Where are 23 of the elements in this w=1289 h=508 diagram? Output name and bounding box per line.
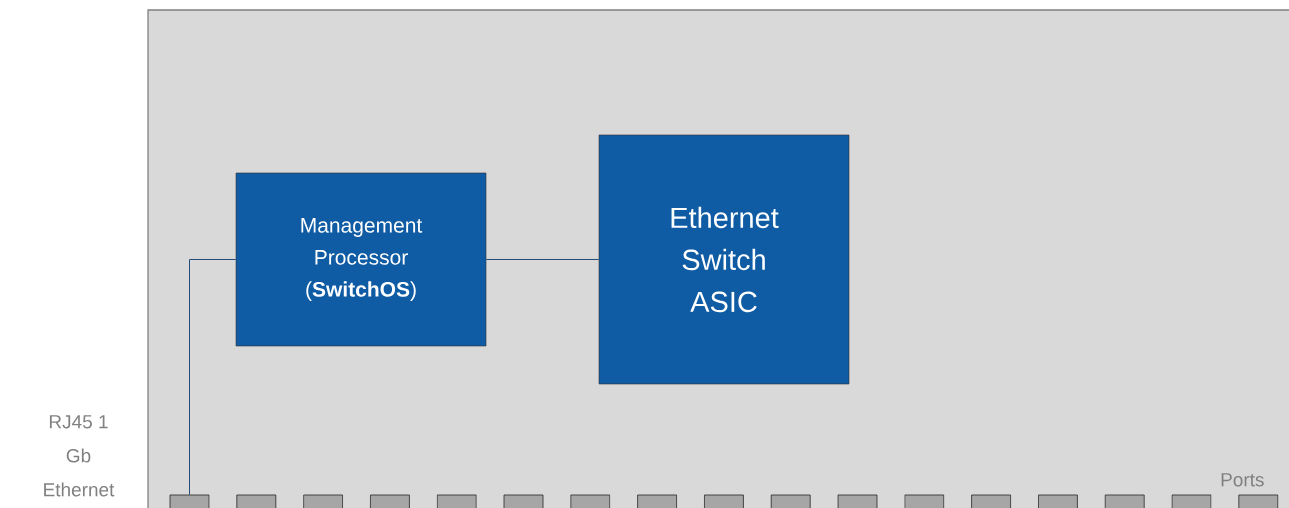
port <box>1238 494 1279 508</box>
connector-line <box>485 259 600 260</box>
port <box>370 494 410 508</box>
port <box>704 494 744 508</box>
port <box>169 494 210 508</box>
component-box: Management Processor (SwitchOS) <box>235 172 487 347</box>
port <box>1104 494 1145 508</box>
port <box>1038 494 1078 508</box>
port <box>236 494 277 508</box>
port <box>1171 494 1212 508</box>
port <box>837 494 878 508</box>
connector-line <box>189 259 237 496</box>
ports-label: Ports <box>1221 473 1264 487</box>
port <box>503 494 544 508</box>
port <box>303 494 343 508</box>
port <box>637 494 677 508</box>
port <box>436 494 477 508</box>
component-box: Ethernet Switch ASIC <box>598 134 850 385</box>
port-label: RJ45 1 Gb Ethernet <box>44 415 115 497</box>
port <box>904 494 945 508</box>
port <box>971 494 1011 508</box>
port <box>570 494 611 508</box>
port <box>770 494 811 508</box>
